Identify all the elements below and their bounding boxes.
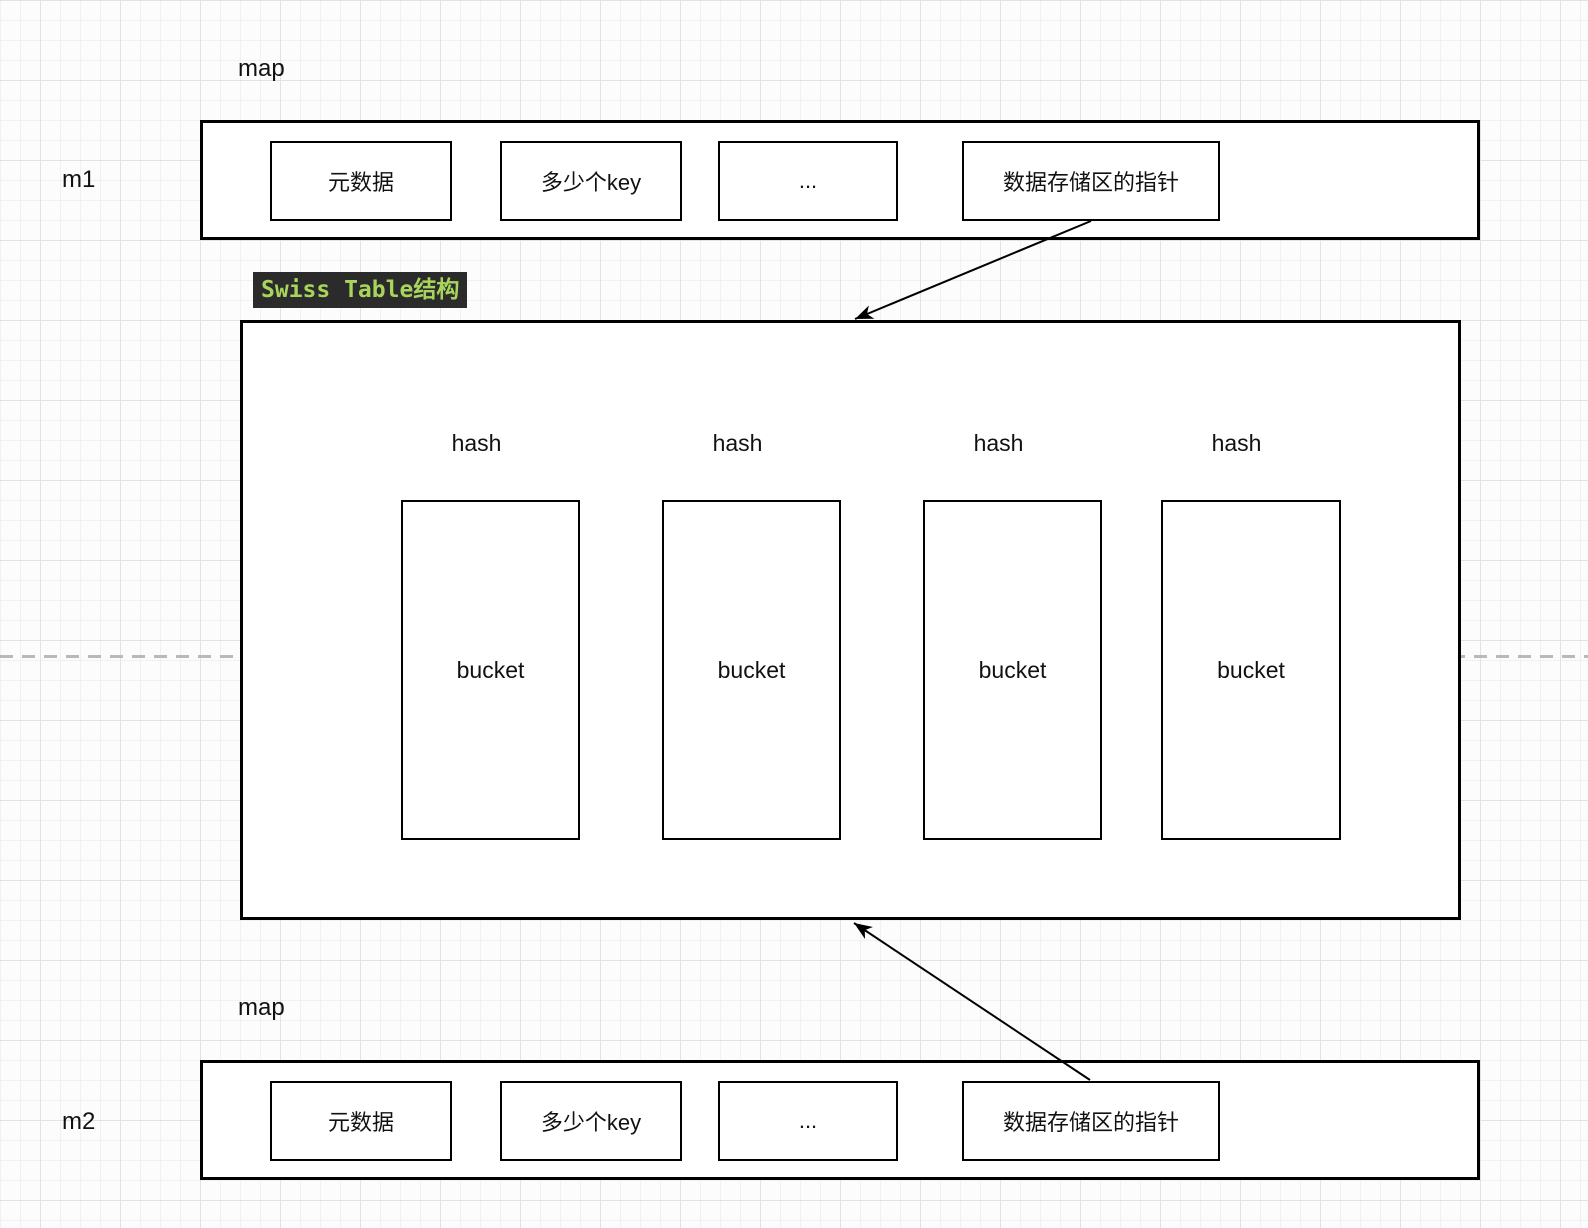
bucket-box-3: bucket: [923, 500, 1102, 840]
m2-map-type-label: map: [238, 994, 285, 1021]
bucket-box-1: bucket: [401, 500, 580, 840]
hash-label-1: hash: [451, 429, 502, 456]
m2-name-label: m2: [62, 1108, 96, 1135]
bucket-box-4: bucket: [1161, 500, 1341, 840]
m2-cell-key-count: 多少个key: [500, 1081, 682, 1161]
swiss-table-title: Swiss Table结构: [253, 272, 468, 308]
hash-label-2: hash: [712, 429, 763, 456]
pointer-arrow-m2-to-swiss: [853, 922, 1091, 1081]
swiss-table-rect: hash hash hash hash bucket bucket bucket…: [240, 320, 1461, 920]
m1-cell-key-count: 多少个key: [500, 141, 682, 221]
m2-cell-metadata: 元数据: [270, 1081, 452, 1161]
m1-map-type-label: map: [238, 55, 285, 82]
m1-struct-rect: 元数据 多少个key ... 数据存储区的指针: [200, 120, 1480, 240]
m2-cell-ellipsis: ...: [718, 1081, 898, 1161]
m2-struct-rect: 元数据 多少个key ... 数据存储区的指针: [200, 1060, 1480, 1180]
hash-label-3: hash: [973, 429, 1024, 456]
m1-name-label: m1: [62, 166, 96, 193]
hash-label-4: hash: [1211, 429, 1262, 456]
m1-cell-metadata: 元数据: [270, 141, 452, 221]
m1-cell-data-pointer: 数据存储区的指针: [962, 141, 1220, 221]
m2-cell-data-pointer: 数据存储区的指针: [962, 1081, 1220, 1161]
bucket-box-2: bucket: [662, 500, 841, 840]
m1-cell-ellipsis: ...: [718, 141, 898, 221]
